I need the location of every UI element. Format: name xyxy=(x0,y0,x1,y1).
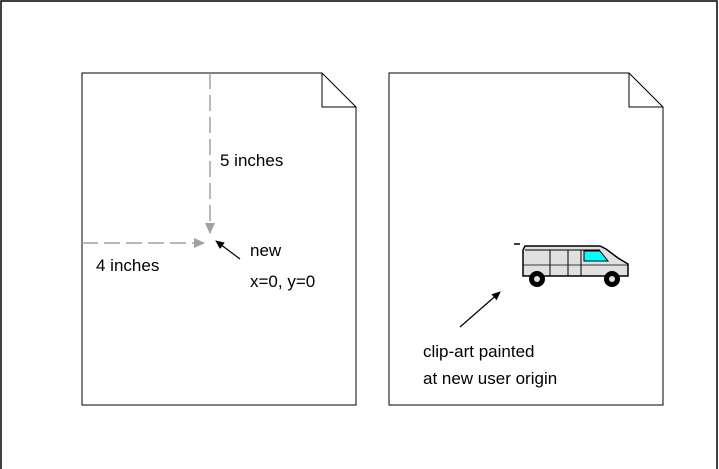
origin-pointer-arrow xyxy=(215,240,241,260)
right-page-outline xyxy=(388,72,664,406)
right-page: clip-art painted at new user origin xyxy=(388,72,664,406)
clipart-pointer-arrow xyxy=(459,291,501,328)
left-page: 5 inches 4 inches new x=0, y=0 xyxy=(81,72,357,406)
left-page-outline xyxy=(81,72,357,406)
origin-label-line1: new xyxy=(250,241,282,260)
van-icon xyxy=(514,243,629,287)
origin-label-line2: x=0, y=0 xyxy=(250,272,315,291)
clipart-caption-line2: at new user origin xyxy=(423,369,557,388)
right-page-dog-ear xyxy=(628,73,663,108)
horizontal-offset-label: 4 inches xyxy=(96,256,159,275)
clipart-caption-line1: clip-art painted xyxy=(423,342,535,361)
left-page-dog-ear xyxy=(321,73,356,108)
vertical-offset-label: 5 inches xyxy=(220,151,283,170)
